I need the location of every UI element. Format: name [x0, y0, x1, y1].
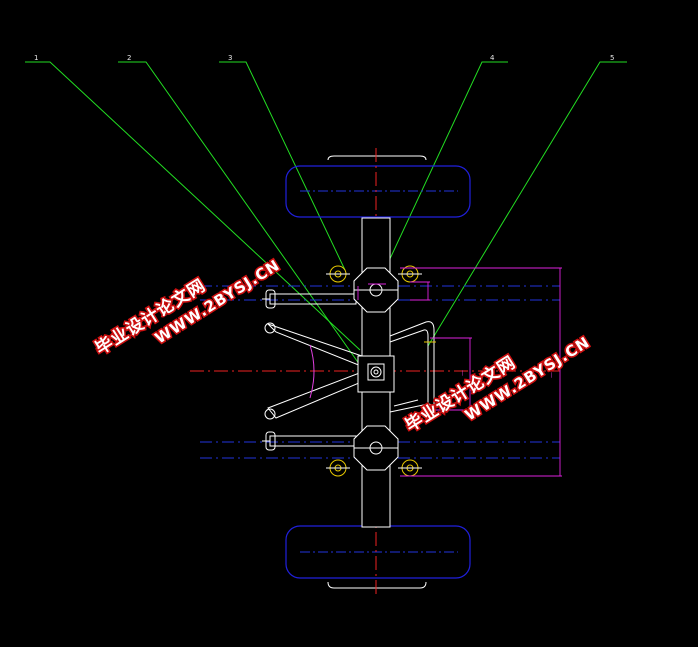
- bottom-wheel: [285, 525, 471, 589]
- dimension-lines: [357, 267, 562, 477]
- dim-mark-mid: —: [459, 370, 466, 376]
- leader-label-2: 2: [127, 54, 131, 62]
- dim-mark-right: —: [548, 372, 555, 378]
- top-wheel: [285, 155, 471, 218]
- bent-spring-bar: [389, 321, 436, 413]
- leader-line-2: [118, 61, 363, 369]
- bearing-bottom-right: [398, 459, 422, 477]
- leader-lines: [25, 61, 627, 369]
- lower-octagon-hub: [353, 425, 399, 471]
- upper-octagon-hub: [353, 267, 399, 313]
- watermark-left: 毕业设计论文网 WWW.2BYSJ.CN: [90, 254, 285, 360]
- central-hub: [357, 355, 395, 393]
- bearing-bottom-left: [326, 459, 350, 477]
- watermark-right: 毕业设计论文网 WWW.2BYSJ.CN: [400, 331, 595, 437]
- leader-line-5: [427, 61, 627, 347]
- leader-label-4: 4: [490, 54, 495, 62]
- leader-label-5: 5: [610, 54, 614, 62]
- leader-label-3: 3: [228, 54, 232, 62]
- lower-axle: [262, 431, 357, 451]
- bearing-top-right: [398, 265, 422, 283]
- leader-line-1: [25, 61, 361, 351]
- bearing-top-left: [326, 265, 350, 283]
- leader-line-3: [219, 61, 346, 271]
- leader-line-4: [387, 61, 508, 264]
- leader-label-1: 1: [34, 54, 38, 62]
